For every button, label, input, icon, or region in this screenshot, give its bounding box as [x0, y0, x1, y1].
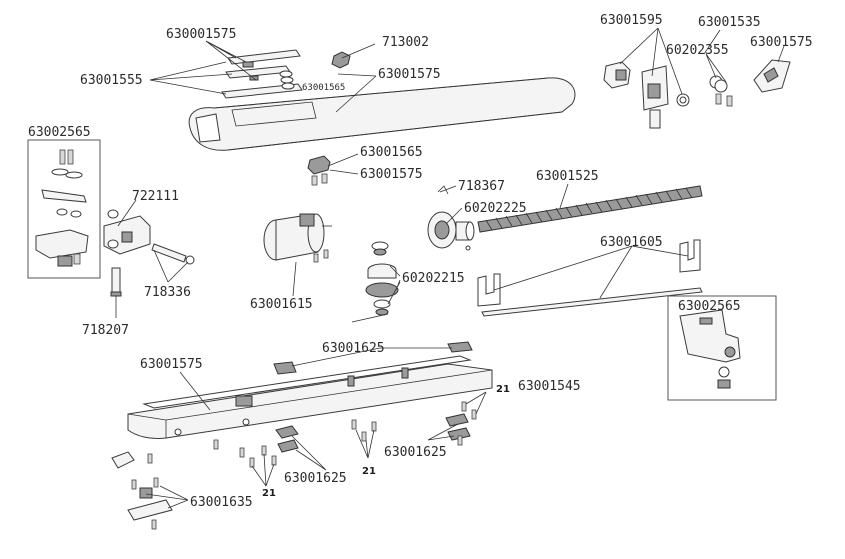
label-63001575-key: 63001575	[750, 35, 813, 50]
rail-63001605	[477, 239, 703, 317]
cover-plates	[221, 49, 303, 99]
release-key-63001575	[753, 59, 791, 93]
bracket-parts-right	[679, 309, 741, 389]
label-713002: 713002	[382, 35, 429, 50]
label-63001595: 63001595	[600, 13, 663, 28]
label-718367: 718367	[458, 179, 505, 194]
motor-63001615	[263, 213, 332, 263]
label-63001565-small: 63001565	[302, 83, 345, 93]
bracket-63001595	[641, 65, 669, 129]
base-screws	[147, 401, 477, 468]
base-profile	[127, 355, 493, 439]
label-63001575-mid: 63001575	[360, 167, 423, 182]
gear-stack-60202215	[351, 241, 399, 323]
pin-718336	[151, 243, 195, 265]
pivot-722111	[103, 209, 151, 255]
cable-gland	[111, 451, 135, 469]
label-63002565-right: 63002565	[678, 299, 741, 314]
label-63001575-base: 63001575	[140, 357, 203, 372]
bracket-parts-left	[35, 149, 89, 267]
end-cap-63001635	[127, 477, 173, 530]
pad-63001625-top-left	[273, 361, 297, 375]
pad-63001625-top-right	[447, 341, 473, 353]
lead-screw-63001525	[477, 185, 703, 233]
bracket-box-right	[667, 295, 777, 401]
label-63001525: 63001525	[536, 169, 599, 184]
pin-718207	[110, 267, 122, 297]
label-630001575-top: 630001575	[166, 27, 236, 42]
washers-60202355	[709, 75, 733, 107]
label-722111: 722111	[132, 189, 179, 204]
label-21-left: 21	[262, 488, 276, 499]
clip-713002	[331, 51, 351, 69]
label-21-mid: 21	[362, 466, 376, 477]
label-63001575-cover: 63001575	[378, 67, 441, 82]
label-63001545: 63001545	[518, 379, 581, 394]
label-63001625-top: 63001625	[322, 341, 385, 356]
label-63001605: 63001605	[600, 235, 663, 250]
pads-63001625-bottom	[275, 413, 471, 453]
label-63001535: 63001535	[698, 15, 761, 30]
label-63001615: 63001615	[250, 297, 313, 312]
label-63001625-right: 63001625	[384, 445, 447, 460]
washers-63001565	[279, 70, 295, 90]
label-21-right: 21	[496, 384, 510, 395]
connector-parts-mid	[307, 155, 331, 186]
ring-63001595	[676, 93, 690, 107]
top-cover	[188, 77, 576, 151]
leader-lines	[115, 27, 785, 509]
gear-60202225	[427, 185, 475, 251]
label-718207: 718207	[82, 323, 129, 338]
label-63001565-mid: 63001565	[360, 145, 423, 160]
label-60202225: 60202225	[464, 201, 527, 216]
label-63002565-left: 63002565	[28, 125, 91, 140]
label-63001555: 63001555	[80, 73, 143, 88]
part-labels: 630001575 713002 63001555 63001575 63001…	[28, 13, 813, 510]
label-63001625-bottom: 63001625	[284, 471, 347, 486]
end-cap-63001595	[603, 61, 631, 89]
label-60202355: 60202355	[666, 43, 729, 58]
label-63001635: 63001635	[190, 495, 253, 510]
label-718336: 718336	[144, 285, 191, 300]
bracket-box-left	[27, 139, 101, 279]
label-60202215: 60202215	[402, 271, 465, 286]
